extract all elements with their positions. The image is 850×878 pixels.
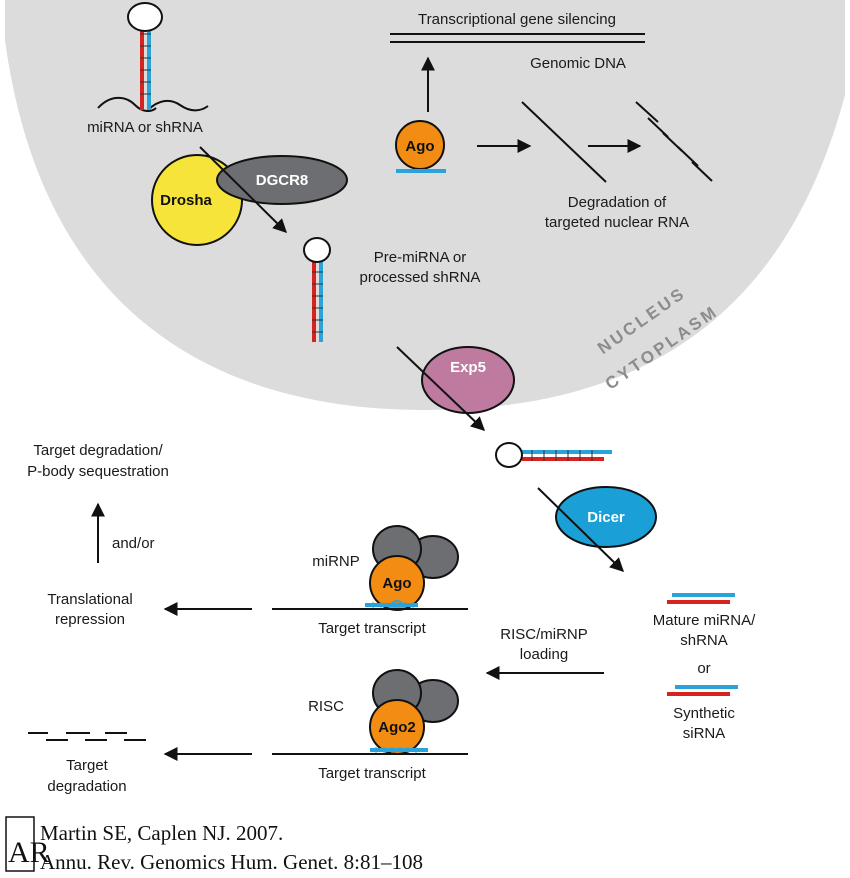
- pbody-label-2: P-body sequestration: [27, 463, 169, 480]
- mature-mirna-duplex: [667, 593, 735, 604]
- cytoplasmic-pre-mirna: [495, 442, 612, 468]
- mirnp-label: miRNP: [312, 553, 360, 570]
- ago2-label: Ago2: [378, 719, 416, 736]
- risc-loading-label-2: loading: [520, 646, 568, 663]
- citation-line-1: Martin SE, Caplen NJ. 2007.: [40, 821, 283, 845]
- exp5-label: Exp5: [450, 359, 486, 376]
- ago-mirnp-label: Ago: [382, 575, 411, 592]
- risc-loading-label-1: RISC/miRNP: [500, 626, 588, 643]
- mirnp-complex: [365, 525, 459, 611]
- logo-text: AR: [8, 836, 50, 869]
- drosha-processing-arrow: [199, 146, 287, 233]
- pri-mirna-hairpin: [97, 2, 209, 112]
- degraded-nuclear-rna: [635, 101, 713, 182]
- or-label: or: [697, 660, 710, 677]
- pre-mirna-label-1: Pre-miRNA or: [374, 249, 467, 266]
- translational-repression-label-2: repression: [55, 611, 125, 628]
- citation-line-2: Annu. Rev. Genomics Hum. Genet. 8:81–108: [40, 850, 423, 874]
- annual-reviews-logo: AR: [5, 816, 50, 872]
- pre-mirna-hairpin: [303, 237, 331, 342]
- genomic-dna-label: Genomic DNA: [530, 55, 626, 72]
- dicer-label: Dicer: [587, 509, 625, 526]
- dicer-node: [555, 486, 657, 548]
- target-degradation-label-2: degradation: [47, 778, 126, 795]
- export-arrow: [396, 346, 486, 431]
- nucleus-region: [5, 0, 845, 410]
- risc-complex: [369, 669, 459, 755]
- mature-label-1: Mature miRNA/: [653, 612, 756, 629]
- drosha-label: Drosha: [160, 192, 212, 209]
- tgs-label: Transcriptional gene silencing: [418, 11, 616, 28]
- synthetic-sirna-duplex: [667, 685, 738, 696]
- and-or-label: and/or: [112, 535, 155, 552]
- mirna-label: miRNA or shRNA: [87, 119, 203, 136]
- degraded-target-fragments: [28, 732, 146, 741]
- target-transcript-label-2: Target transcript: [318, 765, 426, 782]
- mature-label-2: shRNA: [680, 632, 728, 649]
- ago-nuclear-label: Ago: [405, 138, 434, 155]
- nuclear-degradation-label-2: targeted nuclear RNA: [545, 214, 689, 231]
- nuclear-degradation-label-1: Degradation of: [568, 194, 667, 211]
- dgcr8-node: [216, 155, 348, 205]
- risc-label: RISC: [308, 698, 344, 715]
- exp5-node: [421, 346, 515, 414]
- pre-mirna-label-2: processed shRNA: [360, 269, 481, 286]
- dicing-arrow: [537, 487, 625, 572]
- pbody-label-1: Target degradation/: [33, 442, 163, 459]
- dgcr8-label: DGCR8: [256, 172, 309, 189]
- synthetic-label-1: Synthetic: [673, 705, 735, 722]
- synthetic-label-2: siRNA: [683, 725, 726, 742]
- translational-repression-label-1: Translational: [47, 591, 132, 608]
- target-transcript-label-1: Target transcript: [318, 620, 426, 637]
- nuclear-rna-strand: [521, 101, 607, 183]
- target-degradation-label-1: Target: [66, 757, 109, 774]
- drosha-complex: [151, 154, 348, 246]
